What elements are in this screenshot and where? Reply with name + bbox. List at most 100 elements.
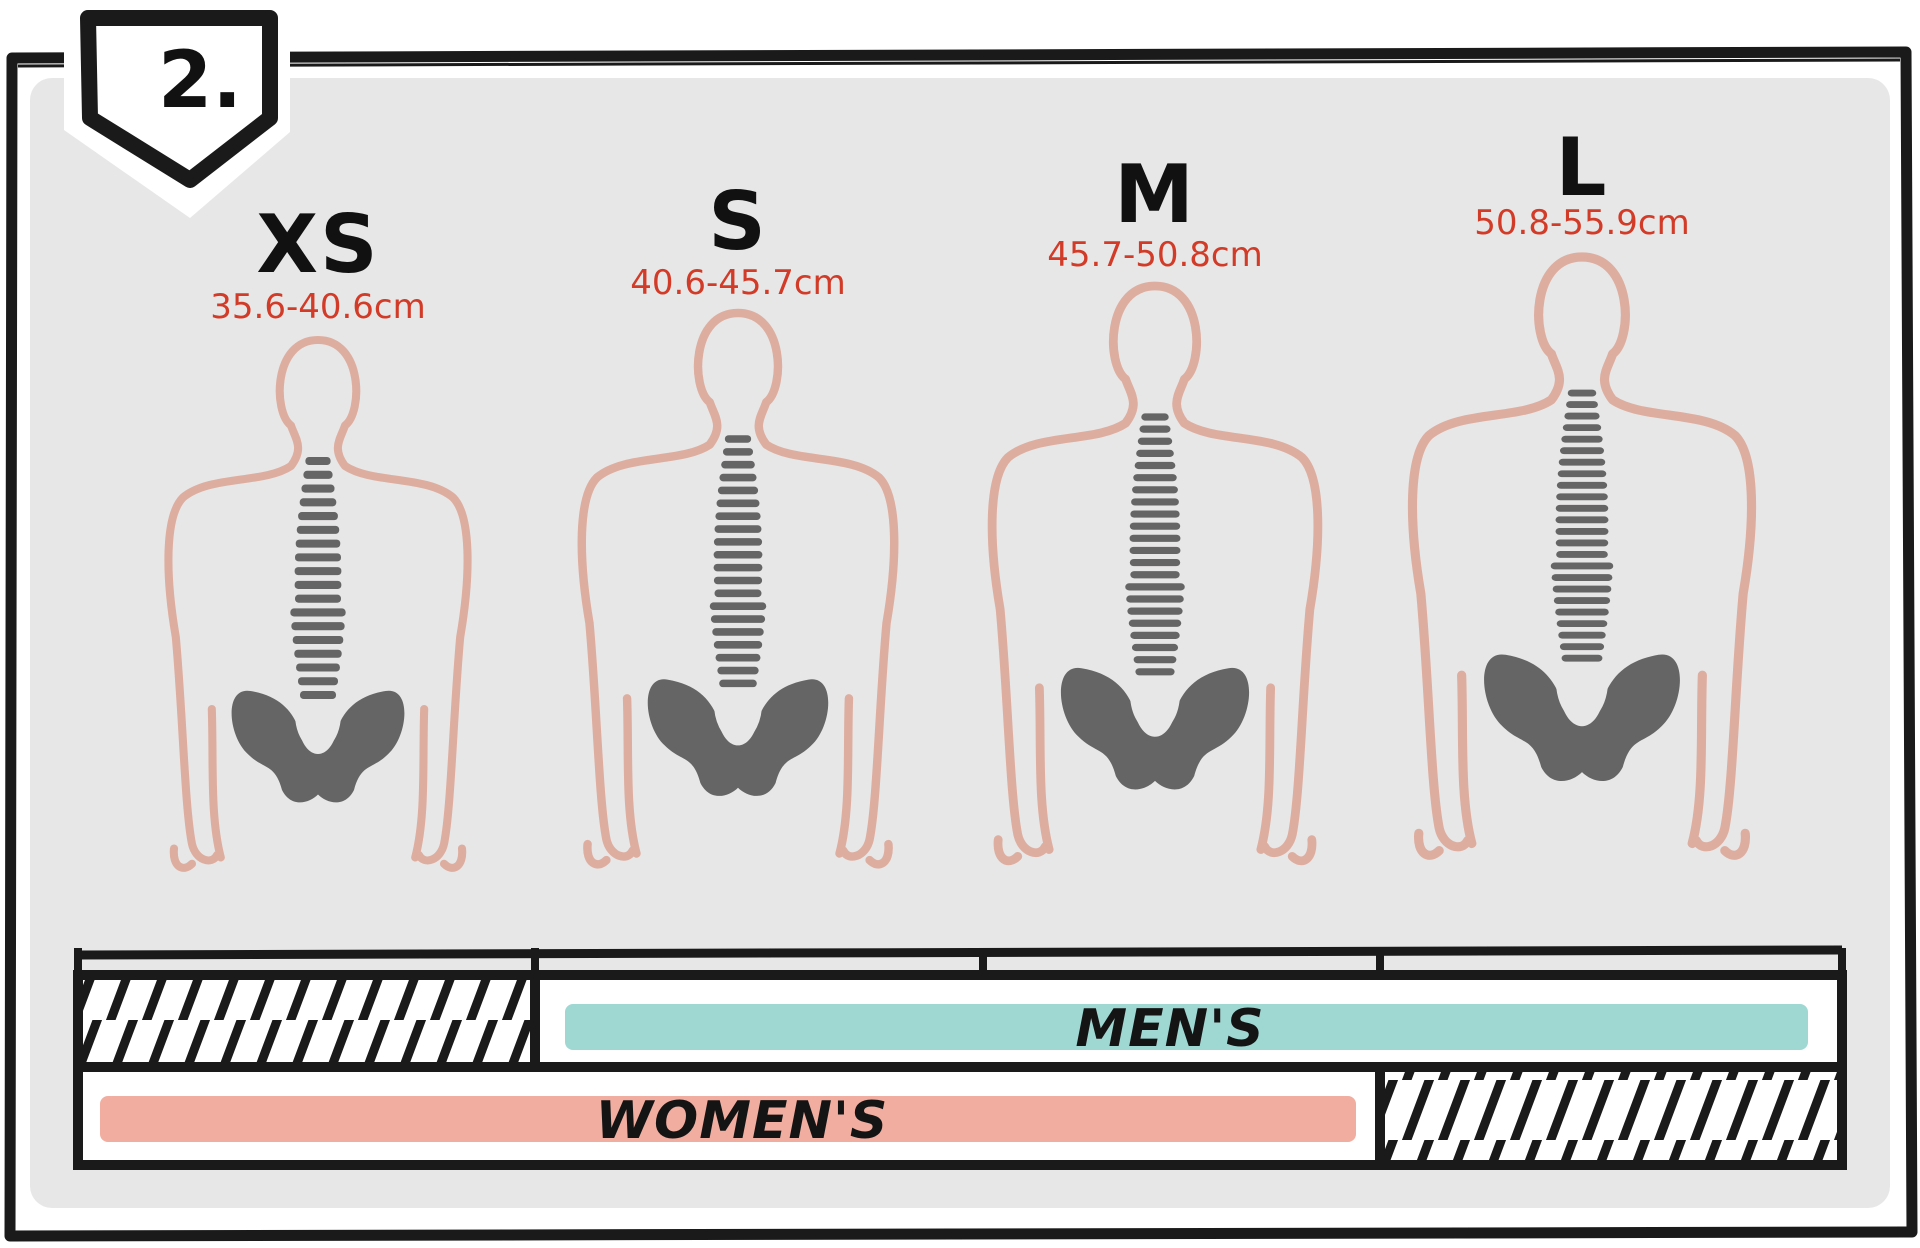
vertebra — [295, 539, 341, 548]
body-outline — [577, 308, 899, 869]
vertebra — [715, 512, 761, 520]
vertebra — [305, 457, 331, 466]
mens-label: MEN'S — [1075, 999, 1265, 1059]
vertebra — [1130, 571, 1180, 579]
vertebra — [712, 628, 764, 636]
vertebra — [713, 563, 763, 572]
vertebra — [713, 538, 763, 546]
vertebra — [1551, 574, 1613, 581]
vertebra — [709, 602, 767, 610]
vertebra — [1133, 474, 1177, 482]
vertebra — [299, 498, 337, 507]
womens-unavailable-hatch — [1375, 1062, 1847, 1170]
vertebra — [294, 649, 342, 658]
vertebra — [1128, 619, 1182, 627]
spine — [709, 435, 767, 688]
size-range-xs: 35.6-40.6cm — [210, 287, 426, 327]
size-letter-s: S — [708, 175, 768, 268]
vertebra — [1557, 470, 1607, 478]
body-outline — [1407, 252, 1757, 860]
pelvis-inner — [713, 688, 763, 742]
vertebra — [1555, 539, 1609, 547]
vertebra — [291, 622, 345, 631]
vertebra — [1134, 461, 1176, 470]
vertebra — [1559, 447, 1605, 455]
mens-unavailable-hatch — [73, 970, 540, 1072]
vertebra — [710, 615, 766, 623]
pelvis-inner — [1555, 664, 1609, 722]
pelvis — [647, 679, 829, 796]
figure-xs — [164, 335, 472, 872]
vertebra — [1562, 424, 1602, 432]
vertebra — [715, 653, 761, 662]
vertebra — [1129, 534, 1181, 542]
vertebra — [1556, 620, 1608, 628]
figure-m — [987, 281, 1323, 866]
body-outline — [164, 335, 472, 872]
vertebra — [1125, 583, 1185, 591]
vertebra — [1550, 562, 1614, 570]
vertebra — [1555, 527, 1609, 535]
vertebra — [1130, 510, 1180, 518]
womens-label: WOMEN'S — [595, 1091, 889, 1151]
spine — [1550, 389, 1614, 662]
vertebra — [1558, 631, 1606, 639]
pelvis — [1060, 667, 1250, 790]
vertebra — [1136, 449, 1174, 457]
vertebra — [1131, 643, 1179, 652]
mens-bar — [565, 1004, 1808, 1050]
vertebra — [294, 567, 342, 576]
womens-bar — [100, 1096, 1356, 1142]
vertebra — [294, 580, 342, 589]
vertebra — [1135, 668, 1175, 676]
vertebra — [1132, 486, 1178, 494]
vertebra — [1561, 435, 1603, 443]
vertebra — [719, 473, 757, 482]
vertebra — [1555, 608, 1609, 616]
vertebra — [713, 550, 763, 559]
vertebra — [1141, 413, 1169, 421]
vertebra — [1559, 643, 1605, 651]
vertebra — [295, 553, 341, 562]
vertebra — [1133, 656, 1177, 664]
figure-s — [577, 308, 899, 869]
pelvis — [231, 690, 405, 803]
spine — [290, 457, 346, 700]
vertebra — [298, 677, 338, 686]
vertebra — [296, 525, 340, 534]
vertebra — [1129, 522, 1181, 530]
vertebra — [1139, 425, 1171, 433]
vertebra — [1129, 546, 1181, 555]
vertebra — [722, 448, 754, 456]
vertebra — [1561, 654, 1603, 662]
vertebra — [713, 576, 763, 585]
vertebra — [1556, 493, 1608, 501]
figure-l — [1407, 252, 1757, 860]
vertebra — [296, 663, 340, 672]
vertebra — [1567, 389, 1597, 397]
vertebra — [717, 486, 759, 495]
vertebra — [1555, 504, 1609, 512]
vertebra — [719, 679, 757, 688]
vertebra — [1556, 481, 1608, 489]
vertebra — [714, 589, 762, 598]
step-number: 2. — [158, 36, 242, 126]
ruler-line — [77, 945, 1843, 960]
vertebra — [303, 470, 333, 479]
vertebra — [1131, 498, 1179, 506]
vertebra — [714, 525, 762, 533]
size-range-s: 40.6-45.7cm — [630, 263, 846, 303]
body-outline — [987, 281, 1323, 866]
frame-border — [4, 46, 1918, 1242]
vertebra — [1126, 595, 1184, 603]
vertebra — [1556, 551, 1608, 558]
vertebra — [300, 691, 336, 700]
vertebra — [1127, 607, 1183, 615]
background-panel — [30, 78, 1890, 1208]
vertebra — [1558, 458, 1606, 466]
vertebra — [717, 666, 759, 675]
size-letter-xs: XS — [256, 198, 380, 291]
vertebra — [1129, 559, 1181, 567]
